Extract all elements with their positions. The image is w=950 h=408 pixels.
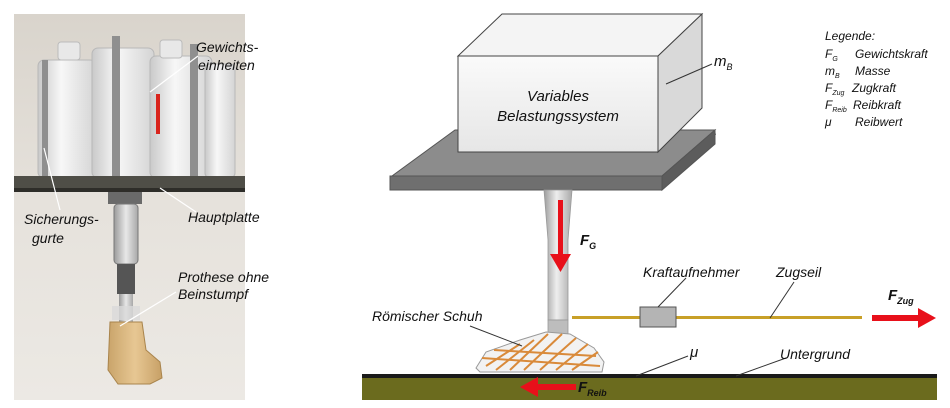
label-prosthesis-1: Prothese ohne: [178, 269, 269, 285]
safety-straps: [42, 36, 198, 181]
ground-surface-line: [362, 374, 937, 378]
load-box: Variables Belastungssystem: [456, 12, 704, 154]
mu-label: μ: [689, 344, 698, 361]
force-g-arrow: [550, 200, 571, 272]
box-label-line2: Belastungssystem: [497, 108, 619, 125]
label-straps-2: gurte: [32, 230, 64, 246]
pull-rope: [572, 316, 862, 319]
label-main-plate: Hauptplatte: [188, 209, 260, 225]
roman-shoe: [475, 331, 605, 373]
svg-text:μ: μ: [824, 115, 832, 129]
mu-leader: [635, 355, 689, 377]
force-reib-arrow: [520, 377, 576, 397]
label-weights-1: Gewichts-: [196, 39, 259, 55]
shoe-label: Römischer Schuh: [372, 308, 483, 324]
legend-text: Reibkraft: [853, 98, 902, 112]
svg-text:FZug: FZug: [825, 81, 845, 97]
legend-text: Reibwert: [855, 115, 903, 129]
photo: Gewichts- einheiten Sicherungs- gurte Ha…: [14, 14, 269, 400]
svg-text:FReib: FReib: [825, 98, 847, 114]
legend-item: FZug Zugkraft: [825, 81, 897, 97]
label-weights-2: einheiten: [198, 57, 255, 73]
legend: Legende: FG Gewichtskraft mB Masse FZug …: [824, 29, 928, 129]
label-straps-1: Sicherungs-: [24, 211, 99, 227]
force-reib-label: FReib: [578, 379, 607, 398]
ground-leader: [735, 357, 787, 377]
shoe-leader: [469, 325, 523, 347]
sensor-label: Kraftaufnehmer: [643, 264, 741, 280]
legend-item: mB Masse: [825, 64, 891, 80]
box-label-line1: Variables: [527, 88, 589, 105]
schematic: Variables Belastungssystem mB FG Kraftau…: [362, 12, 937, 400]
label-prosthesis-2: Beinstumpf: [178, 286, 250, 302]
svg-text:mB: mB: [825, 64, 840, 80]
leader-lines: [43, 55, 199, 327]
legend-text: Masse: [855, 64, 891, 78]
main-plate: [14, 176, 245, 190]
force-zug-arrow: [872, 308, 936, 328]
force-g-label: FG: [580, 232, 596, 251]
sensor-leader: [657, 277, 687, 308]
legend-item: μ Reibwert: [824, 115, 903, 129]
legend-text: Gewichtskraft: [855, 47, 928, 61]
ground-label: Untergrund: [780, 346, 851, 362]
rope-label: Zugseil: [775, 264, 822, 280]
ground: [362, 378, 937, 400]
mass-label: mB: [714, 53, 733, 72]
legend-item: FReib Reibkraft: [825, 98, 902, 114]
force-zug-label: FZug: [888, 287, 914, 306]
legend-item: FG Gewichtskraft: [825, 47, 928, 63]
prosthesis: [107, 192, 163, 385]
svg-text:FG: FG: [825, 47, 838, 63]
force-sensor: [639, 306, 677, 328]
red-mark: [156, 94, 160, 134]
legend-title: Legende:: [825, 29, 875, 43]
rope-leader: [769, 281, 795, 319]
mass-leader: [665, 63, 713, 85]
legend-text: Zugkraft: [851, 81, 897, 95]
